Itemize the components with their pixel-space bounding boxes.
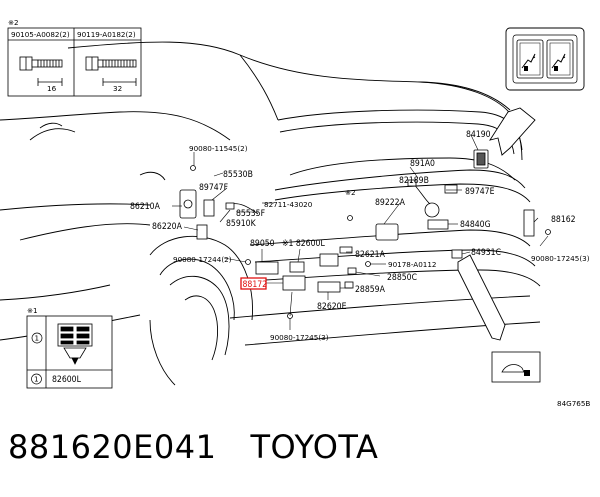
inset1-part-label: 82600L	[52, 375, 82, 385]
label-86220A: 86220A	[152, 222, 183, 232]
label-89050: 89050	[250, 239, 275, 249]
leader-lines	[172, 134, 549, 330]
dim-b: 32	[113, 84, 122, 93]
label-891A0: 891A0	[410, 159, 435, 169]
label-82711-43020: 82711-43020	[264, 200, 313, 209]
label-90080-17244: 90080-17244(2)	[173, 255, 232, 264]
inset-ref-1: ※1	[27, 306, 38, 315]
label-85535F: 85535F	[236, 209, 265, 219]
label-88162: 88162	[551, 215, 576, 225]
label-90080-11545: 90080-11545(2)	[189, 144, 248, 153]
inset1-index-a: 1	[35, 334, 40, 343]
label-82189B: 82189B	[399, 176, 429, 186]
label-28859A: 28859A	[355, 285, 386, 295]
parts-diagram: ※2 90105-A0082(2) 90119-A0182(2) 16	[0, 18, 590, 408]
label-84190: 84190	[466, 130, 491, 140]
label-89747E: 89747E	[465, 187, 495, 197]
label-84840G: 84840G	[460, 220, 491, 230]
inset1-index-b: 1	[34, 375, 39, 384]
label-89222A: 89222A	[375, 198, 406, 208]
handle-inset	[491, 351, 541, 383]
caption: 881620E041 TOYOTA	[8, 428, 378, 466]
label-84931C: 84931C	[471, 248, 501, 258]
bolt-inset: ※2 90105-A0082(2) 90119-A0182(2) 16	[7, 18, 142, 97]
brand-name: TOYOTA	[250, 428, 379, 466]
label-90080-17245-right: 90080-17245(3)	[531, 254, 590, 263]
label-89747F: 89747F	[199, 183, 228, 193]
bolt-b-label: 90119-A0182(2)	[77, 30, 136, 39]
label-82600L: ※1 82600L	[282, 239, 325, 249]
label-85530B: 85530B	[223, 170, 253, 180]
clip-inset: ※1 1 1 82600L	[26, 306, 113, 389]
dim-a: 16	[47, 84, 57, 93]
label-28850C: 28850C	[387, 273, 417, 283]
label-ref2: ※2	[345, 188, 356, 197]
clip-icon	[57, 323, 93, 365]
label-86210A: 86210A	[130, 202, 161, 212]
label-90178-A0112: 90178-A0112	[388, 260, 437, 269]
part-number: 881620E041	[8, 428, 217, 466]
callout-labels: 84190 891A0 82189B 89747E 90080-11545(2)…	[130, 130, 590, 408]
parts-shapes	[179, 149, 551, 319]
label-82621A: 82621A	[355, 250, 386, 260]
highlight-box-88172	[240, 277, 267, 290]
vehicle-body	[0, 41, 541, 386]
label-88172[interactable]: 88172	[243, 280, 268, 290]
inset-ref-2: ※2	[8, 18, 19, 27]
label-90080-17245: 90080-17245(3)	[270, 333, 329, 342]
bolt-b-icon	[85, 56, 137, 86]
pointer-arrows	[457, 107, 536, 341]
diagram-code: 84G765B	[557, 399, 590, 408]
label-85910K: 85910K	[226, 219, 257, 229]
label-82620E: 82620E	[317, 302, 347, 312]
bolt-a-icon	[19, 56, 63, 86]
switch-inset	[505, 27, 585, 91]
bolt-a-label: 90105-A0082(2)	[11, 30, 70, 39]
